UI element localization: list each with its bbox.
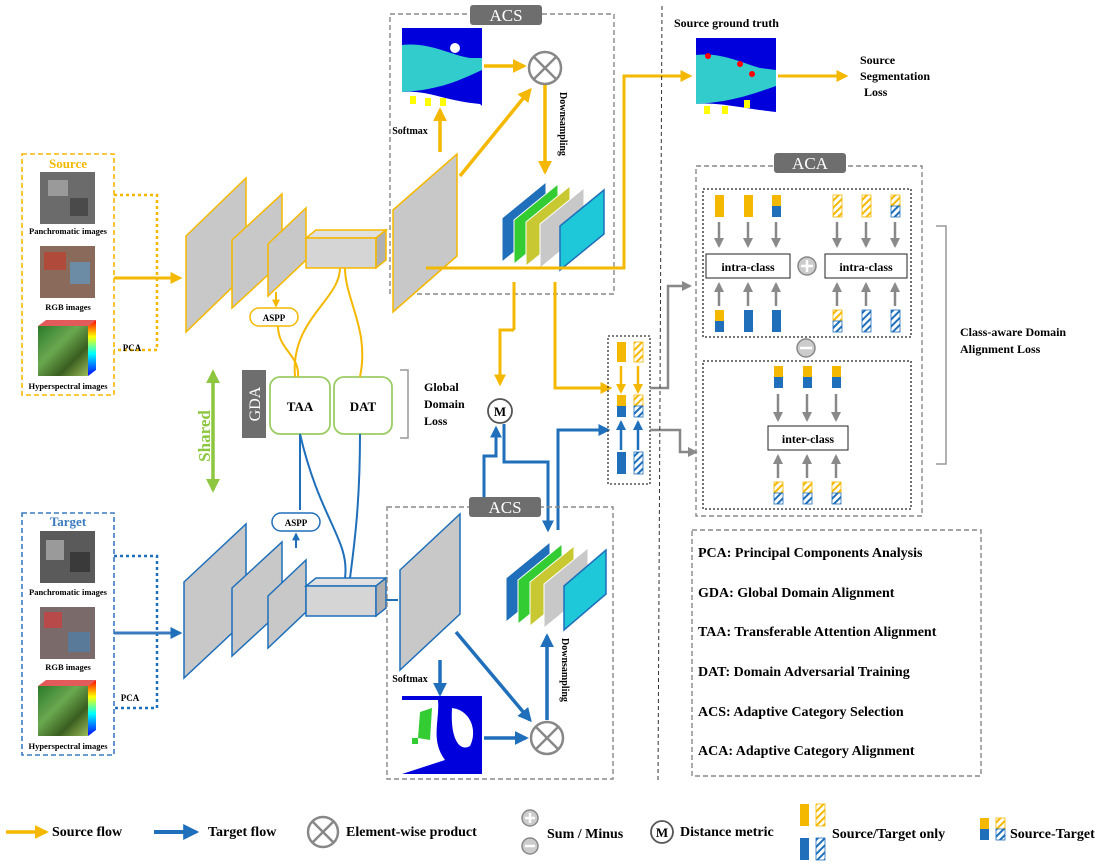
acs-top-class-stack [501,180,605,272]
aca-loss-line-1: Alignment Loss [960,342,1041,356]
glossary-item-5: ACA: Adaptive Category Alignment [698,744,915,759]
acs-bottom-class-stack [505,540,607,632]
legend-elementwise: Element-wise product [346,825,477,840]
shared-label: Shared [195,410,214,462]
legend-only: Source/Target only [832,827,945,842]
aca-title: ACA [792,154,829,173]
legend-st-icon [980,818,989,829]
aca-loss-line-0: Class-aware Domain [960,325,1066,339]
intra-class-label-2: intra-class [839,260,893,274]
source-input-panel: Source Panchromatic images RGB images Hy… [21,153,183,396]
gda-label: GDA [247,386,264,421]
aspp-top-box [249,307,299,327]
aspp-bottom-box [271,512,321,532]
legend-distance: Distance metric [680,825,774,840]
glossary-item-4: ACS: Adaptive Category Selection [698,705,904,720]
source-encoder [185,176,389,334]
section-separator [657,5,663,781]
acs-bottom-softmax-label: Softmax [392,674,428,685]
acs-bottom-downsampling-label: Downsampling [559,638,570,702]
legend-distance-glyph: M [656,825,668,840]
glossary-panel: PCA: Principal Components Analysis GDA: … [691,529,982,777]
gda-loss-line-1: Domain [424,397,465,411]
distance-metric-node [487,398,513,424]
target-pca-label: PCA [121,693,140,703]
target-hyperspectral-image [38,686,88,736]
source-hyperspectral-image [38,326,88,376]
acs-bottom: ACS Softmax Downsampling [386,497,614,780]
source-ground-truth: Source ground truth Source Segmentation … [674,16,930,116]
acs-bottom-feature-map [399,512,461,672]
legend-sum-minus: Sum / Minus [547,827,624,842]
legend-target-flow: Target flow [208,825,277,840]
intra-class-box-2 [824,253,908,279]
taa-label: TAA [287,399,314,414]
aspp-top-label: ASPP [263,313,286,323]
gda-connections [277,267,364,579]
source-label: Source [49,156,87,171]
acs-top-title: ACS [489,6,522,25]
aspp-bottom-label: ASPP [285,518,308,528]
acs-top-softmax-label: Softmax [392,126,428,137]
acs-top-downsampling-label: Downsampling [557,92,568,156]
aca-inter-panel [702,360,912,510]
acs-top-feature-map [392,152,458,314]
aca-intra-panel [702,188,912,338]
source-seg-loss-line-0: Source [860,53,896,67]
source-image-label-0: Panchromatic images [29,226,108,236]
target-image-label-0: Panchromatic images [29,587,108,597]
glossary-item-3: DAT: Domain Adversarial Training [698,665,910,680]
acs-top: ACS Softmax Downsampling [389,5,615,314]
acs-top-softmax-map [402,28,482,106]
category-selection-box [607,335,651,485]
target-label: Target [50,514,87,529]
acs-bottom-softmax-map [402,696,482,774]
glossary-item-2: TAA: Transferable Attention Alignment [698,625,937,640]
source-seg-loss-line-1: Segmentation [860,69,930,83]
source-image-label-1: RGB images [45,302,91,312]
source-seg-loss-line-2: Loss [864,85,888,99]
gda-loss-line-0: Global [424,380,459,394]
target-encoder [183,522,389,680]
intra-class-label-1: intra-class [721,260,775,274]
acs-bottom-title: ACS [488,498,521,517]
legend-st: Source-Target [1010,827,1095,842]
inter-class-label: inter-class [782,432,835,446]
source-image-label-2: Hyperspectral images [28,381,108,391]
source-pca-label: PCA [123,343,142,353]
target-image-label-2: Hyperspectral images [28,741,108,751]
target-input-panel: Target Panchromatic images RGB images Hy… [21,512,183,756]
glossary-item-0: PCA: Principal Components Analysis [698,546,923,561]
dat-box [333,376,393,435]
gda-block: GDA TAA DAT Global Domain Loss [242,369,465,439]
legend: Source flow Target flow Element-wise pro… [6,803,1095,861]
inter-class-box [767,425,849,451]
target-image-label-1: RGB images [45,662,91,672]
legend-distance-icon [650,820,674,844]
gda-loss-line-2: Loss [424,414,448,428]
intra-class-box-1 [705,253,791,279]
distance-metric-symbol: M [494,404,506,419]
glossary-item-1: GDA: Global Domain Alignment [698,586,895,601]
dat-label: DAT [350,399,377,414]
legend-source-flow: Source flow [52,825,123,840]
legend-only-icon [800,804,809,826]
source-gt-label: Source ground truth [674,16,779,30]
aca-block: ACA intra-class intra-class [695,153,1066,517]
